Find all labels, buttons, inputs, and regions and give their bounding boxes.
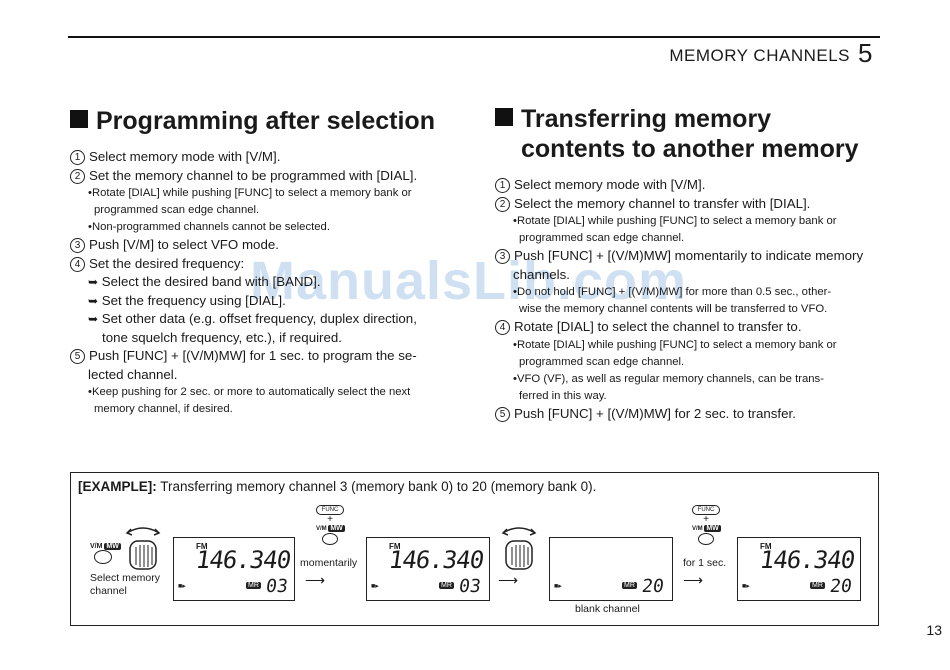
- lcd-display-4: FM 146.340 ■▸ MR 20: [737, 537, 861, 601]
- left-step-2-sub: •Rotate [DIAL] while pushing [FUNC] to s…: [88, 187, 412, 233]
- func-button-icon: FUNC: [316, 505, 344, 515]
- page-number: 13: [926, 622, 942, 638]
- left-step-5-sub: •Keep pushing for 2 sec. or more to auto…: [88, 386, 411, 415]
- left-section-title: Programming after selection: [70, 106, 435, 136]
- caption-momentarily: momentarily: [300, 557, 358, 569]
- func-vm-group-1: FUNC + V/M MW: [316, 505, 345, 546]
- right-step-3-cont: channels.: [513, 266, 570, 282]
- left-step-5-cont: lected channel.: [88, 366, 178, 382]
- right-step-3-sub: •Do not hold [FUNC] + [(V/M)MW] for more…: [513, 286, 832, 315]
- section-header: MEMORY CHANNELS: [669, 46, 850, 65]
- arrow-right-icon: ⟶: [498, 572, 519, 588]
- right-step-4-sub: •Rotate [DIAL] while pushing [FUNC] to s…: [513, 338, 837, 402]
- vm-mw-button-group: V/M MW: [90, 543, 121, 564]
- arrow-right-icon: ⟶: [305, 572, 326, 588]
- vm-button-icon: [698, 533, 714, 545]
- square-bullet-icon: [70, 110, 88, 128]
- arrow-right-icon: ➥: [88, 293, 99, 308]
- lcd-display-2: FM 146.340 ■▸ MR 03: [366, 537, 490, 601]
- dial-knob-icon: [501, 527, 537, 570]
- left-step-4-sub: ➥ Select the desired band with [BAND]. ➥…: [88, 274, 417, 345]
- caption-1-sec: for 1 sec.: [683, 557, 727, 569]
- lcd-display-1: FM 146.340 ■▸ MR 03: [173, 537, 295, 601]
- arrow-right-icon: ➥: [88, 275, 99, 289]
- square-bullet-icon: [495, 108, 513, 126]
- watermark: ManualsLib.com: [250, 251, 688, 311]
- header-rule: [68, 36, 880, 38]
- right-step-2-sub: •Rotate [DIAL] while pushing [FUNC] to s…: [513, 215, 837, 244]
- func-button-icon: FUNC: [692, 505, 720, 515]
- section-number: 5: [858, 38, 873, 68]
- func-vm-group-2: FUNC + V/M MW: [692, 505, 721, 546]
- caption-blank-channel: blank channel: [575, 603, 640, 615]
- arrow-right-icon: ⟶: [683, 572, 704, 588]
- vm-button-icon: [94, 550, 112, 564]
- lcd-display-3: ■▸ MR 20: [549, 537, 673, 601]
- dial-knob-icon: [125, 527, 161, 570]
- vm-button-icon: [322, 533, 338, 545]
- arrow-right-icon: ➥: [88, 312, 99, 326]
- example-box: [70, 472, 879, 626]
- right-section-title: Transferring memory contents to another …: [495, 104, 859, 164]
- example-caption: [EXAMPLE]: Transferring memory channel 3…: [78, 479, 597, 494]
